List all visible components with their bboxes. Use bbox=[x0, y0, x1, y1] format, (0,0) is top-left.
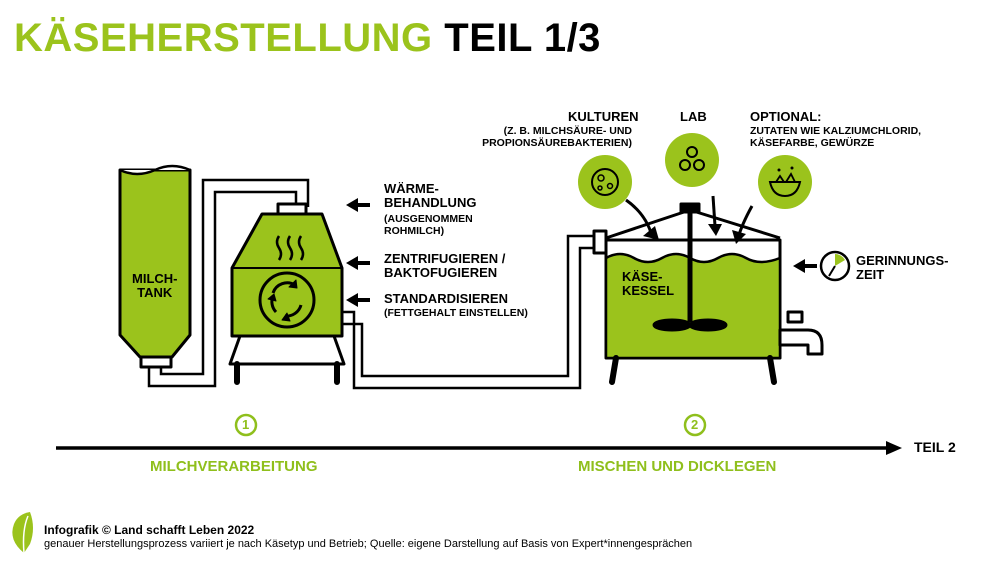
cultures-label: KULTUREN bbox=[568, 109, 639, 124]
coagulation-time-label: GERINNUNGS- ZEIT bbox=[856, 253, 949, 283]
stage-marker-1 bbox=[234, 413, 258, 437]
stage-label-2: MISCHEN UND DICKLEGEN bbox=[578, 458, 777, 475]
cheese-vat bbox=[592, 202, 824, 385]
optional-label: OPTIONAL: bbox=[750, 109, 822, 124]
arrow-left-icon bbox=[346, 198, 370, 307]
title-part: TEIL 1/3 bbox=[444, 16, 601, 60]
standardize-note: (FETTGEHALT EINSTELLEN) bbox=[384, 307, 528, 319]
rennet-label: LAB bbox=[680, 109, 707, 124]
separator-machine bbox=[228, 202, 346, 385]
recycle-icon bbox=[258, 271, 316, 329]
bacteria-icon bbox=[578, 155, 632, 209]
stage-marker-2 bbox=[683, 413, 707, 437]
footer-credit: Infografik © Land schafft Leben 2022 bbox=[44, 523, 255, 537]
cultures-note: (Z. B. MILCHSÄURE- UND PROPIONSÄUREBAKTE… bbox=[482, 125, 632, 149]
centrifuge-label: ZENTRIFUGIEREN / BAKTOFUGIEREN bbox=[384, 251, 506, 281]
timeline-arrow bbox=[56, 441, 902, 455]
cheese-vat-label: KÄSE- KESSEL bbox=[622, 269, 675, 299]
stage-number-1: 1 bbox=[242, 417, 250, 432]
heat-treatment-label: WÄRME- BEHANDLUNG bbox=[384, 181, 477, 211]
stage-number-2: 2 bbox=[691, 417, 699, 432]
title-main: KÄSEHERSTELLUNG bbox=[14, 16, 433, 60]
footer-note: genauer Herstellungsprozess variiert je … bbox=[44, 538, 693, 550]
leaf-logo-icon bbox=[12, 512, 33, 554]
bowl-icon bbox=[758, 155, 812, 209]
pipe-separator-vat bbox=[342, 234, 600, 390]
standardize-label: STANDARDISIEREN bbox=[384, 291, 508, 306]
heat-treatment-note: (AUSGENOMMEN ROHMILCH) bbox=[384, 213, 473, 237]
next-part-label: TEIL 2 bbox=[914, 439, 956, 455]
milk-tank-label: MILCH- TANK bbox=[132, 271, 178, 301]
stage-label-1: MILCHVERARBEITUNG bbox=[150, 458, 318, 475]
timer-icon bbox=[819, 250, 851, 282]
molecule-icon bbox=[665, 133, 719, 187]
optional-note: ZUTATEN WIE KALZIUMCHLORID, KÄSEFARBE, G… bbox=[750, 125, 922, 149]
milk-tank bbox=[118, 164, 192, 369]
arrow-heads bbox=[643, 224, 746, 244]
arrow-left-icon bbox=[793, 259, 817, 273]
page-title: KÄSEHERSTELLUNG TEIL 1/3 bbox=[14, 16, 601, 61]
pipe-tank-separator bbox=[147, 178, 310, 388]
steam-icon bbox=[275, 235, 305, 261]
